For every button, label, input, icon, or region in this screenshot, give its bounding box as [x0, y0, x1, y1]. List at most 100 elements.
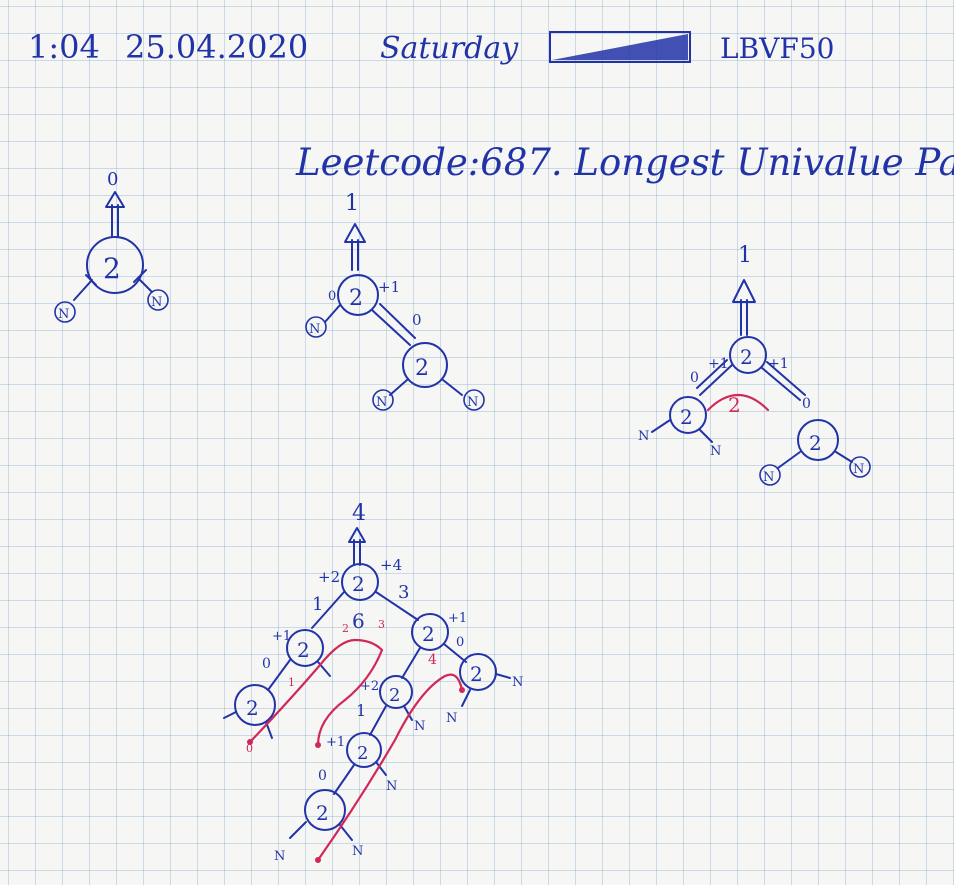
header-time: 1:04 [28, 28, 100, 66]
header-weekday: Saturday [380, 31, 519, 66]
header-code: LBVF50 [720, 32, 834, 65]
edge-label: 0 [802, 396, 811, 412]
null-node [372, 389, 394, 411]
null-label: N [467, 395, 478, 410]
node-value: 2 [246, 696, 259, 720]
tree-node [304, 789, 346, 831]
node-value: 2 [680, 405, 693, 429]
up-arrow-icon [348, 527, 366, 566]
tree-node [379, 675, 413, 709]
edge-left [333, 764, 355, 795]
null-label: N [309, 322, 320, 337]
edge-left [369, 705, 387, 736]
edge-right [371, 303, 416, 346]
return-label: 1 [738, 243, 752, 268]
null-node [759, 464, 781, 486]
edge-left [324, 304, 341, 323]
edge-label: +1 [326, 735, 345, 750]
edge-label: 1 [356, 701, 366, 720]
path-total-label: 6 [352, 609, 365, 633]
diagram-large-tree: 4 2 +2 +4 1 3 6 2 +1 0 2 2 +1 0 2 N N [223, 501, 523, 864]
edge-right [375, 761, 387, 776]
univalue-arc [706, 394, 770, 412]
path-step-label: 4 [428, 652, 437, 668]
null-label: N [386, 779, 397, 794]
tree-node [411, 613, 449, 651]
edge-label: +1 [378, 278, 400, 296]
edge-label: 0 [262, 656, 271, 672]
edge-right [761, 361, 806, 401]
edge-left [289, 821, 307, 839]
edge-label: +2 [360, 679, 379, 694]
univalue-path-right [316, 673, 464, 862]
tree-node [234, 684, 276, 726]
up-arrow-icon [732, 279, 756, 336]
edge-label: 0 [456, 635, 464, 650]
edge-label: 0 [412, 311, 422, 329]
edge-label: +1 [768, 356, 789, 372]
node-value: 2 [357, 743, 368, 764]
edge-right [495, 673, 511, 679]
header-progress-bar [549, 31, 691, 63]
tree-node [459, 653, 497, 691]
null-node [54, 301, 76, 323]
node-value: 2 [809, 431, 822, 455]
node-value: 2 [297, 638, 310, 662]
edge-right [339, 824, 353, 841]
return-label: 0 [107, 169, 118, 190]
null-label: N [414, 719, 425, 734]
edge-label: +4 [380, 556, 402, 574]
null-label: N [151, 295, 162, 310]
null-label: N [763, 470, 774, 485]
edge-right [133, 269, 153, 293]
page-header: 1:04 25.04.2020 Saturday LBVF50 [28, 28, 834, 66]
edge-label: 3 [398, 582, 409, 603]
edge-right [699, 429, 713, 443]
tree-node [729, 336, 767, 374]
edge-left [696, 359, 733, 396]
edge-left [267, 659, 291, 691]
node-value: 2 [349, 286, 363, 311]
tree-node [86, 236, 144, 294]
path-endpoint [315, 742, 321, 748]
up-arrow-icon [105, 191, 125, 237]
diagram-single-node: 2 0 N N [54, 169, 169, 323]
path-length-label: 2 [728, 393, 741, 417]
node-value: 2 [470, 662, 483, 686]
path-endpoint [315, 857, 321, 863]
edge-label: +1 [708, 356, 729, 372]
univalue-path-left [248, 638, 384, 747]
null-node [147, 289, 169, 311]
edge-label: 1 [312, 594, 323, 615]
edge-label: 0 [690, 370, 699, 386]
node-value: 2 [740, 345, 753, 369]
edge-left [223, 711, 237, 719]
node-value: 2 [352, 572, 365, 596]
null-label: N [58, 307, 69, 322]
path-step-label: 1 [288, 676, 295, 689]
null-node [305, 316, 327, 338]
null-label: N [512, 675, 523, 690]
node-value: 2 [415, 356, 429, 381]
diagram-two-nodes: 1 2 0 +1 N 0 2 N N [305, 191, 485, 411]
header-date: 25.04.2020 [125, 28, 308, 66]
null-label: N [274, 849, 285, 864]
tree-node [669, 396, 707, 434]
edge-label: +1 [272, 629, 291, 644]
null-label: N [853, 462, 864, 477]
path-endpoint [247, 739, 253, 745]
edge-right [835, 451, 853, 463]
edge-label: 0 [328, 289, 336, 304]
edge-left [73, 274, 97, 301]
up-arrow-icon [344, 223, 366, 271]
tree-node [402, 342, 448, 388]
edge-left [389, 379, 408, 396]
path-endpoint [459, 687, 465, 693]
edge-label: +1 [448, 611, 467, 626]
null-label: N [710, 444, 721, 459]
path-step-label: 2 [342, 622, 349, 635]
return-label: 4 [352, 501, 366, 526]
tree-node [337, 274, 379, 316]
diagram-three-nodes: 1 2 +1 +1 0 0 2 N N 2 2 N N [638, 243, 871, 486]
